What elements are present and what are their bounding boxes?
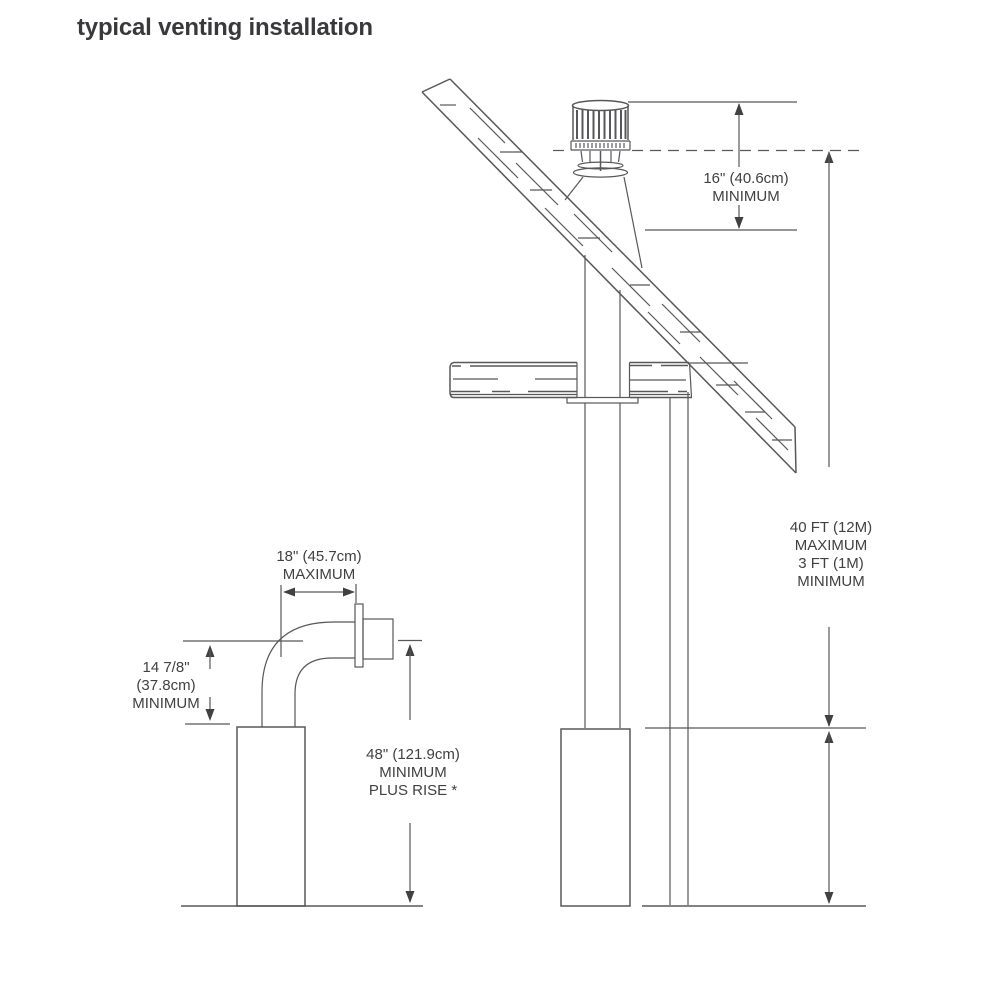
ceiling-joist-right xyxy=(628,361,693,399)
ceiling-joist-left xyxy=(449,361,578,399)
dim-min-rise-qualifier: MINIMUM xyxy=(132,695,200,712)
dim-vent-length-max-value: 40 FT (12M) xyxy=(790,519,872,536)
dimension-min-rise: 14 7/8" (37.8cm) MINIMUM xyxy=(132,640,303,725)
dim-cap-height-qualifier: MINIMUM xyxy=(712,188,780,205)
dim-termination-height-qualifier: MINIMUM xyxy=(379,764,447,781)
roof-hatching xyxy=(440,104,792,451)
dim-vent-length-min-value: 3 FT (1M) xyxy=(798,555,864,572)
firestop-spacer xyxy=(566,396,639,404)
wall-frame-lines xyxy=(669,392,689,905)
dimension-cap-height: 16" (40.6cm) MINIMUM xyxy=(553,101,866,231)
page-title: typical venting installation xyxy=(77,14,373,41)
dimension-termination-height: 48" (121.9cm) MINIMUM PLUS RISE * xyxy=(366,639,460,903)
roof-slope xyxy=(421,78,797,474)
vent-cap-louvers xyxy=(576,110,627,139)
dim-termination-height-value: 48" (121.9cm) xyxy=(366,746,460,763)
dim-min-rise-value: 14 7/8" xyxy=(142,659,189,676)
dim-min-rise-metric: (37.8cm) xyxy=(136,677,195,694)
vent-termination xyxy=(362,618,394,660)
vent-pipe xyxy=(584,255,621,728)
vent-cap-base-band xyxy=(570,140,631,151)
dim-termination-height-note: PLUS RISE * xyxy=(369,782,458,799)
dimension-vent-length: 40 FT (12M) MAXIMUM 3 FT (1M) MINIMUM xyxy=(790,151,872,904)
dim-vent-length-max-qualifier: MAXIMUM xyxy=(795,537,868,554)
dim-horizontal-offset-value: 18" (45.7cm) xyxy=(276,548,361,565)
vent-cap xyxy=(570,99,631,171)
fireplace-appliance xyxy=(560,728,631,907)
dimension-horizontal-offset: 18" (45.7cm) MAXIMUM xyxy=(276,548,362,657)
dim-horizontal-offset-qualifier: MAXIMUM xyxy=(283,566,356,583)
direct-vent-appliance xyxy=(236,726,306,907)
storm-collar-flashing xyxy=(564,161,643,269)
dim-cap-height-value: 16" (40.6cm) xyxy=(703,170,788,187)
wall-thimble-plate xyxy=(354,603,364,668)
vent-elbow xyxy=(261,621,355,727)
dim-vent-length-min-qualifier: MINIMUM xyxy=(797,573,865,590)
